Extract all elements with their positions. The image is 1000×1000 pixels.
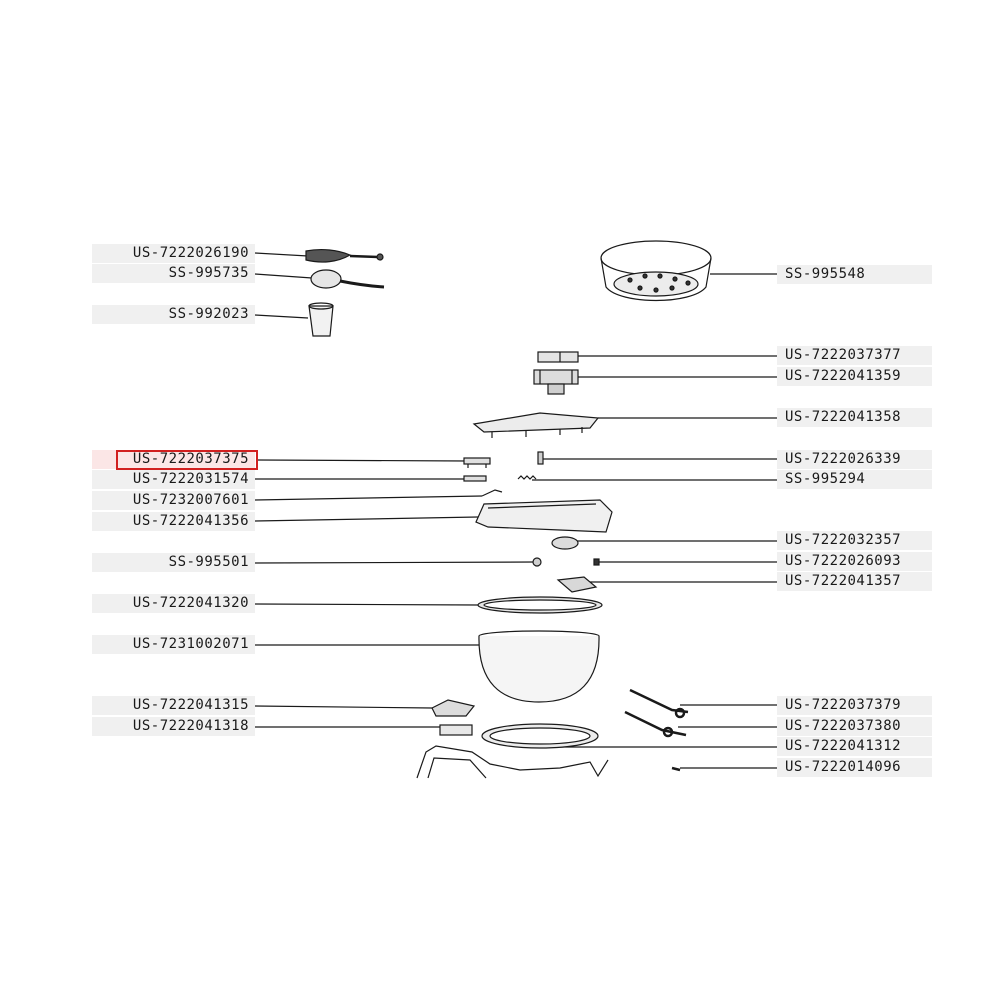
part-label-us-7222041315[interactable]: US-7222041315 <box>92 696 255 715</box>
handle-parts-drawing <box>431 699 476 736</box>
sealing-ring-drawing <box>477 596 603 614</box>
part-label-us-7222026093[interactable]: US-7222026093 <box>777 552 932 571</box>
lid-housing-drawing <box>475 499 613 533</box>
part-label-us-7222041358[interactable]: US-7222041358 <box>777 408 932 427</box>
part-label-us-7222041357[interactable]: US-7222041357 <box>777 572 932 591</box>
leader-lines <box>254 252 777 769</box>
outer-body-drawing <box>416 745 609 779</box>
part-label-us-7222037377[interactable]: US-7222037377 <box>777 346 932 365</box>
part-label-ss-992023[interactable]: SS-992023 <box>92 305 255 324</box>
ladle-drawing <box>310 269 385 289</box>
part-label-us-7222014096[interactable]: US-7222014096 <box>777 758 932 777</box>
part-label-us-7222041359[interactable]: US-7222041359 <box>777 367 932 386</box>
part-label-us-7222037375[interactable]: US-7222037375 <box>92 450 255 469</box>
top-rim-drawing <box>481 723 599 749</box>
part-label-ss-995501[interactable]: SS-995501 <box>92 553 255 572</box>
part-label-us-7222041312[interactable]: US-7222041312 <box>777 737 932 756</box>
part-label-us-7231002071[interactable]: US-7231002071 <box>92 635 255 654</box>
pressure-parts-drawing <box>532 536 600 593</box>
part-label-us-7222031574[interactable]: US-7222031574 <box>92 470 255 489</box>
part-label-us-7222041320[interactable]: US-7222041320 <box>92 594 255 613</box>
part-label-us-7222032357[interactable]: US-7222032357 <box>777 531 932 550</box>
steam-basket-drawing <box>600 240 712 301</box>
top-cover-plate-drawing <box>472 412 600 438</box>
part-label-us-7222041318[interactable]: US-7222041318 <box>92 717 255 736</box>
valve-cap-drawing <box>537 351 579 363</box>
heating-rods-drawing <box>624 688 689 738</box>
measuring-cup-drawing <box>308 302 334 337</box>
part-label-us-7222026339[interactable]: US-7222026339 <box>777 450 932 469</box>
part-label-ss-995294[interactable]: SS-995294 <box>777 470 932 489</box>
valve-assembly-drawing <box>533 369 579 395</box>
part-label-us-7222041356[interactable]: US-7222041356 <box>92 512 255 531</box>
inner-pot-drawing <box>478 630 600 703</box>
part-label-us-7232007601[interactable]: US-7232007601 <box>92 491 255 510</box>
part-label-ss-995735[interactable]: SS-995735 <box>92 264 255 283</box>
part-label-us-7222037380[interactable]: US-7222037380 <box>777 717 932 736</box>
small-parts-drawing <box>463 451 544 497</box>
part-label-us-7222037379[interactable]: US-7222037379 <box>777 696 932 715</box>
rice-paddle-drawing <box>305 249 384 263</box>
part-label-us-7222026190[interactable]: US-7222026190 <box>92 244 255 263</box>
part-label-ss-995548[interactable]: SS-995548 <box>777 265 932 284</box>
